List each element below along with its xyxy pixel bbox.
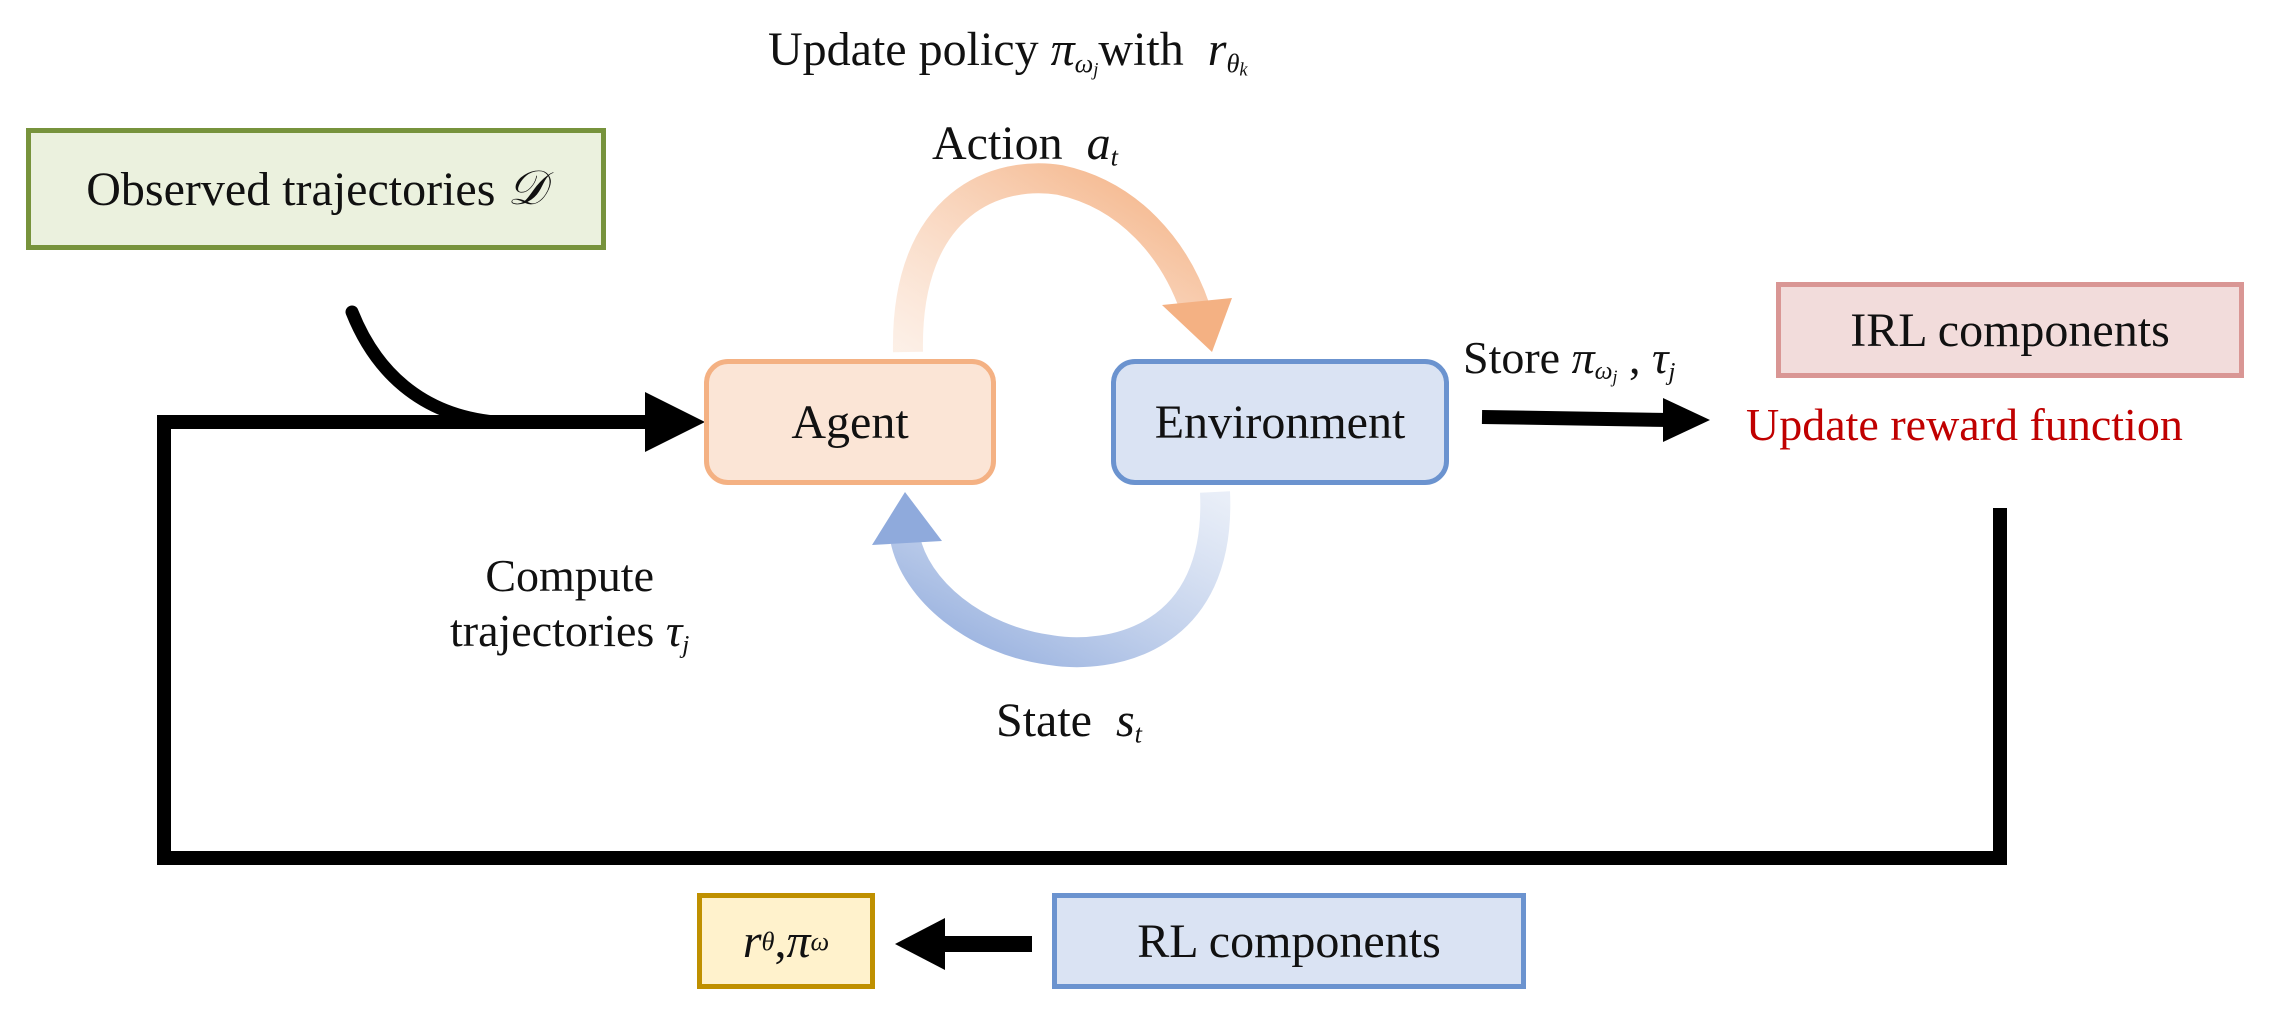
- rl-components-box: RL components: [1052, 893, 1526, 989]
- compute-tau: τ: [665, 605, 683, 657]
- agent-label: Agent: [791, 395, 909, 449]
- observed-trajectories-label: Observed trajectories: [86, 162, 496, 216]
- store-pi: π: [1571, 332, 1595, 383]
- compute-trajectories-label: Compute trajectories τj: [450, 548, 689, 660]
- result-separator: ,: [774, 914, 787, 968]
- environment-box: Environment: [1111, 359, 1449, 485]
- state-subscript: t: [1134, 718, 1143, 749]
- state-arrowhead: [872, 492, 942, 545]
- compute-tau-sub: j: [682, 630, 690, 659]
- store-arrowhead: [1663, 398, 1710, 442]
- compute-line2: trajectories τj: [450, 603, 689, 660]
- update-policy-label: Update policy πωjwith rθk: [768, 26, 1248, 79]
- action-arrowhead: [1162, 298, 1232, 352]
- update-policy-theta: θ: [1226, 47, 1240, 78]
- agent-box: Agent: [704, 359, 996, 485]
- trajectories-text: trajectories: [450, 605, 666, 657]
- update-policy-r-sub: θk: [1226, 48, 1247, 78]
- update-policy-text: Update policy: [768, 23, 1051, 76]
- update-policy-pi-sub: ωj: [1075, 48, 1099, 78]
- compute-text: Compute: [485, 550, 654, 601]
- action-cycle-arrow: [892, 163, 1210, 353]
- store-pi-sub: ωj: [1594, 357, 1618, 387]
- reward-symbol: r: [742, 914, 762, 968]
- feedback-loop-line: [157, 415, 2007, 865]
- store-label: Store πωj , τj: [1463, 335, 1675, 387]
- policy-subscript: ω: [810, 925, 830, 956]
- state-symbol: s: [1115, 694, 1135, 747]
- policy-symbol: π: [786, 914, 811, 968]
- observed-input-curve: [345, 305, 502, 429]
- state-cycle-arrow: [890, 491, 1231, 668]
- store-j: j: [1612, 366, 1618, 387]
- store-text: Store: [1463, 332, 1572, 383]
- action-symbol: a: [1086, 117, 1111, 170]
- action-label: Action at: [932, 120, 1118, 170]
- update-policy-with: with: [1098, 23, 1196, 76]
- irl-components-box: IRL components: [1776, 282, 2244, 378]
- store-separator: ,: [1617, 332, 1652, 383]
- action-text: Action: [932, 117, 1075, 170]
- environment-label: Environment: [1154, 395, 1406, 449]
- store-arrow-line: [1481, 410, 1671, 427]
- update-policy-omega: ω: [1074, 47, 1094, 78]
- irl-components-label: IRL components: [1850, 303, 2170, 357]
- state-text: State: [996, 694, 1104, 747]
- state-label: State st: [996, 697, 1142, 747]
- rl-components-label: RL components: [1137, 914, 1441, 968]
- rl-output-arrowhead: [895, 918, 945, 970]
- loop-arrowhead: [645, 392, 705, 452]
- action-subscript: t: [1110, 141, 1118, 172]
- update-policy-j: j: [1093, 59, 1099, 80]
- dataset-symbol: 𝒟: [507, 162, 546, 215]
- store-omega: ω: [1594, 357, 1613, 386]
- update-policy-r: r: [1207, 23, 1227, 76]
- store-tau-sub: j: [1668, 357, 1676, 386]
- reward-subscript: θ: [761, 925, 775, 956]
- update-policy-k: k: [1239, 59, 1248, 80]
- store-tau: τ: [1651, 332, 1669, 383]
- observed-trajectories-box: Observed trajectories 𝒟: [26, 128, 606, 250]
- update-policy-pi: π: [1050, 23, 1075, 76]
- update-reward-label: Update reward function: [1746, 399, 2183, 450]
